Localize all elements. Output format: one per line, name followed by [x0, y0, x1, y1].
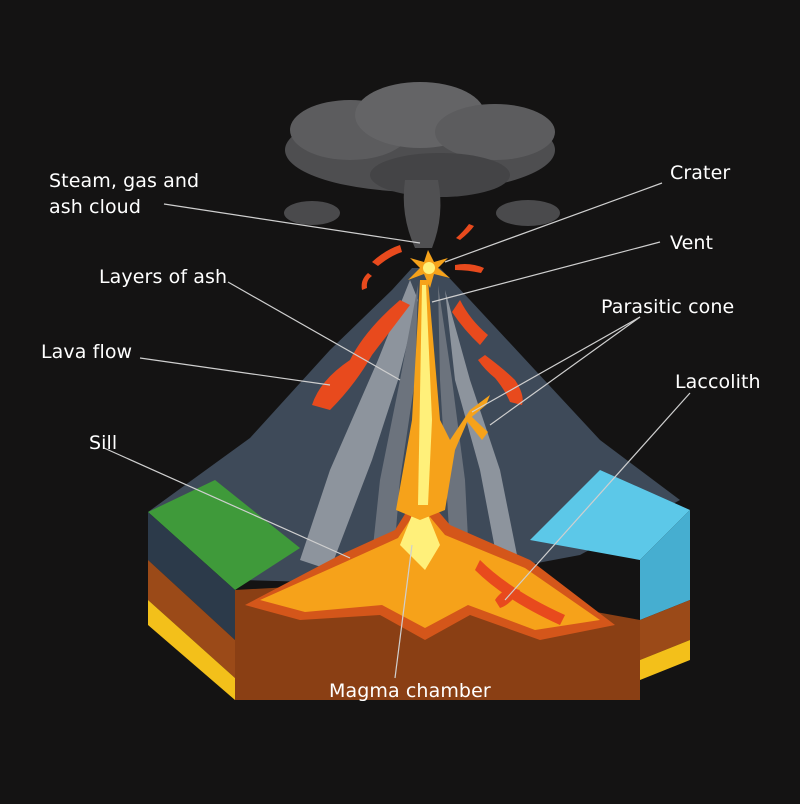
leader-laccolith: [504, 392, 691, 601]
leader-parasitic-2: [489, 316, 641, 426]
ash-cloud: [284, 82, 560, 248]
label-parasitic-cone: Parasitic cone: [601, 296, 735, 318]
leader-parasitic-1: [471, 316, 641, 413]
label-crater: Crater: [670, 162, 731, 184]
magma-system: [245, 280, 615, 640]
eruption-burst-icon: [361, 224, 484, 290]
leader-ash-layers: [227, 281, 401, 381]
label-sill: Sill: [89, 432, 118, 454]
leader-lava-flow: [139, 357, 331, 386]
leader-crater: [444, 182, 663, 263]
lava-flows: [312, 300, 523, 410]
leader-steam: [163, 203, 421, 244]
label-lava-flow: Lava flow: [41, 341, 133, 363]
leader-magma-chamber: [394, 544, 413, 679]
label-layers-of-ash: Layers of ash: [99, 266, 228, 288]
leader-sill: [103, 447, 351, 559]
label-vent: Vent: [670, 232, 714, 254]
leader-vent: [431, 241, 661, 303]
leader-lines: [103, 182, 691, 679]
label-steam-gas-ash-cloud: Steam, gas and ash cloud: [49, 170, 200, 218]
label-magma-chamber: Magma chamber: [329, 680, 491, 702]
label-laccolith: Laccolith: [675, 371, 761, 393]
